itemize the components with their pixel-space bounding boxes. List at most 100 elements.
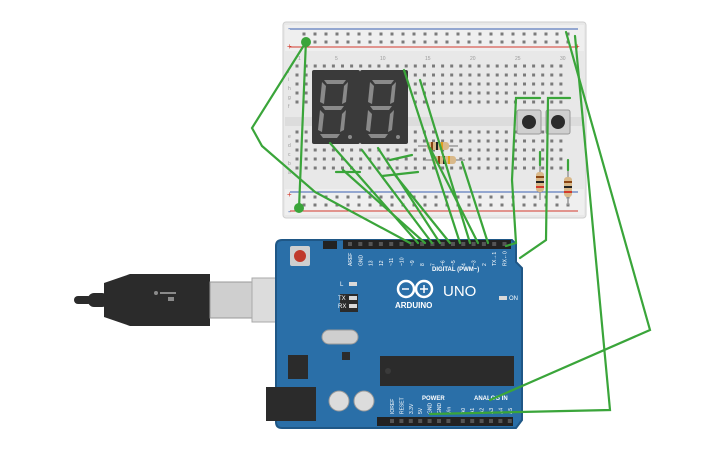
- resistor-3[interactable]: [536, 165, 544, 200]
- header-pin[interactable]: [427, 419, 432, 423]
- icsp-header: [323, 241, 337, 249]
- header-pin[interactable]: [446, 419, 451, 423]
- rail-hole: [467, 195, 471, 199]
- breadboard-hole: [341, 166, 344, 170]
- breadboard-hole: [404, 157, 408, 161]
- breadboard-hole: [550, 64, 554, 68]
- push-button-1[interactable]: [516, 109, 542, 135]
- breadboard-hole: [359, 64, 363, 68]
- header-pin[interactable]: [409, 242, 414, 246]
- wires[interactable]: [250, 30, 652, 416]
- power-jack[interactable]: [266, 387, 316, 421]
- rail-hole: [533, 203, 537, 207]
- rail-hole: [357, 195, 361, 199]
- seven-segment-display-left[interactable]: [312, 70, 360, 144]
- rx-label: RX: [338, 304, 346, 310]
- arduino-uno-board[interactable]: ARDUINO UNO DIGITAL (PWM~) POWER ANALOG …: [266, 239, 523, 429]
- rail-hole: [434, 195, 438, 199]
- row-letter: a: [288, 170, 291, 176]
- rail-hole: [401, 195, 405, 199]
- rail-hole: [324, 203, 328, 207]
- breadboard-hole: [450, 166, 454, 170]
- header-pin[interactable]: [492, 242, 497, 246]
- breadboard-hole: [295, 82, 299, 86]
- header-pin[interactable]: [368, 242, 373, 246]
- breadboard-hole: [432, 64, 435, 68]
- col-number: 1: [298, 56, 301, 62]
- push-button-2[interactable]: [545, 109, 571, 135]
- breadboard-hole: [450, 91, 454, 95]
- header-pin[interactable]: [470, 419, 475, 423]
- breadboard-hole: [359, 157, 363, 161]
- breadboard-hole: [432, 100, 435, 104]
- digital-pin-label: ~11: [389, 258, 395, 266]
- breadboard-hole: [523, 166, 526, 170]
- seven-segment-display-right[interactable]: [360, 70, 408, 144]
- header-pin[interactable]: [408, 419, 413, 423]
- breadboard-hole: [386, 148, 390, 152]
- breadboard-hole: [304, 100, 308, 104]
- breadboard-hole: [523, 82, 526, 86]
- breadboard-hole: [541, 130, 545, 134]
- breadboard-hole: [559, 100, 563, 104]
- led-tx: [349, 296, 357, 300]
- breadboard-hole: [541, 100, 545, 104]
- header-pin[interactable]: [399, 419, 404, 423]
- breadboard-hole: [523, 100, 526, 104]
- header-pin[interactable]: [399, 242, 404, 246]
- header-pin[interactable]: [498, 419, 503, 423]
- rail-hole: [489, 40, 493, 44]
- column-numbers: 1 5 10 15 20 25 30: [298, 56, 566, 62]
- breadboard-hole: [486, 82, 490, 86]
- breadboard-hole: [550, 157, 554, 161]
- header-pin[interactable]: [389, 242, 394, 246]
- header-pin[interactable]: [461, 242, 466, 246]
- breadboard-hole: [304, 157, 308, 161]
- breadboard-hole: [341, 64, 344, 68]
- breadboard-hole: [468, 91, 472, 95]
- header-pin[interactable]: [420, 242, 425, 246]
- header-pin[interactable]: [358, 242, 363, 246]
- header-pin[interactable]: [390, 419, 394, 423]
- header-pin[interactable]: [481, 242, 486, 246]
- header-pin[interactable]: [378, 242, 383, 246]
- header-pin[interactable]: [437, 419, 441, 423]
- digital-pin-label: ~10: [400, 257, 406, 266]
- header-pin[interactable]: [418, 419, 423, 423]
- breadboard-hole: [523, 139, 526, 143]
- power-pin-label: A3: [489, 408, 495, 414]
- header-pin[interactable]: [479, 419, 484, 423]
- breadboard-hole: [468, 148, 472, 152]
- arduino-model-text: UNO: [443, 283, 476, 300]
- breadboard-hole: [523, 91, 526, 95]
- breadboard-hole: [477, 130, 481, 134]
- breadboard-hole: [559, 157, 563, 161]
- rail-hole: [390, 195, 394, 199]
- rail-hole: [434, 40, 438, 44]
- header-pin[interactable]: [507, 419, 512, 423]
- breadboard-hole: [513, 166, 517, 170]
- breadboard-hole: [504, 157, 508, 161]
- header-pin[interactable]: [460, 419, 465, 423]
- wire-short-2: [380, 170, 420, 178]
- breadboard-hole: [477, 73, 481, 77]
- breadboard-hole: [559, 82, 563, 86]
- header-pin[interactable]: [348, 242, 352, 246]
- breadboard-hole: [550, 166, 554, 170]
- header-pin[interactable]: [502, 242, 507, 246]
- rail-hole: [456, 195, 460, 199]
- breadboard-hole: [413, 82, 417, 86]
- header-pin[interactable]: [451, 242, 455, 246]
- usb-cable-icon[interactable]: [74, 274, 289, 326]
- breadboard-hole: [422, 100, 426, 104]
- reset-button[interactable]: [290, 246, 310, 266]
- power-analog-header-pins[interactable]: [390, 419, 512, 423]
- resistor-4[interactable]: [564, 170, 572, 205]
- breadboard-hole: [422, 148, 426, 152]
- header-pin[interactable]: [471, 242, 476, 246]
- breadboard-hole: [523, 148, 526, 152]
- header-pin[interactable]: [489, 419, 493, 423]
- resistor-1[interactable]: [418, 142, 458, 150]
- header-pin[interactable]: [440, 242, 445, 246]
